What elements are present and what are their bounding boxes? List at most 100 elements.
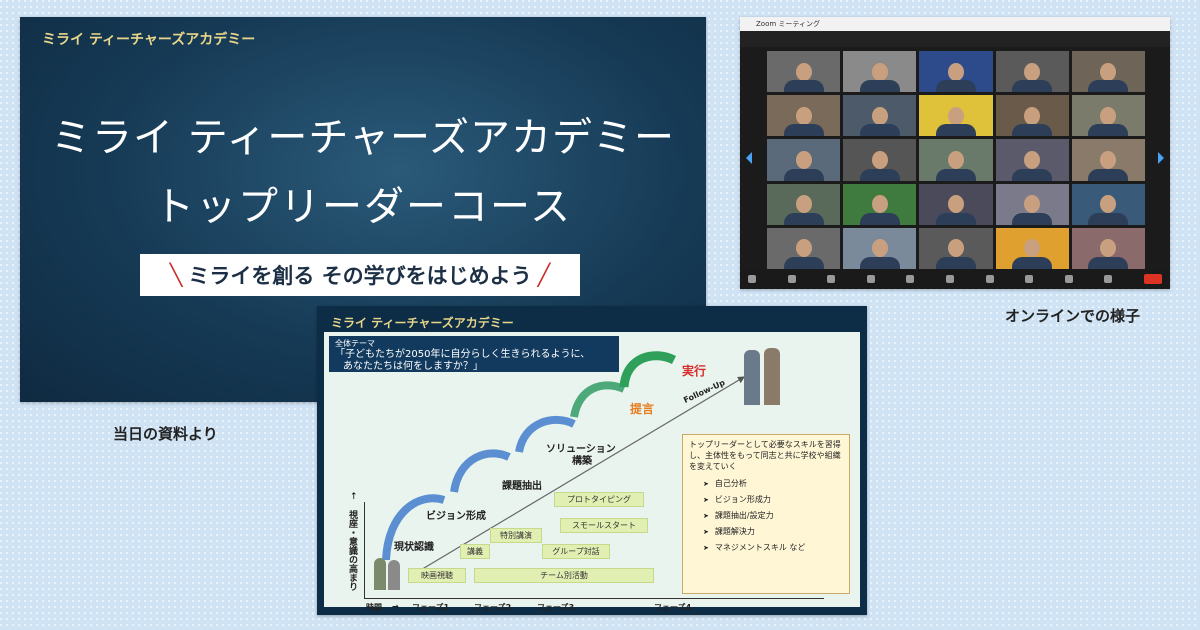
arc-5 [619, 351, 677, 388]
video-icon[interactable] [787, 275, 796, 283]
time-arrow-icon: → [392, 602, 399, 611]
participant-tile[interactable] [995, 227, 1069, 269]
title-slide: ミライ ティーチャーズアカデミー ミライ ティーチャーズアカデミー トップリーダ… [20, 17, 706, 402]
next-page-icon[interactable] [1158, 152, 1164, 164]
theme-question-2: あなたたちは何をしますか？」 [343, 361, 483, 372]
growth-line [408, 376, 746, 578]
zoom-titlebar: Zoom ミーティング [740, 17, 1170, 31]
participant-tile[interactable] [767, 183, 841, 225]
avatar [1024, 62, 1041, 81]
avatar [871, 150, 888, 169]
avatar [1100, 195, 1117, 214]
prev-page-icon[interactable] [746, 152, 752, 164]
participant-grid [767, 51, 1145, 269]
participant-tile[interactable] [1071, 139, 1145, 181]
participant-tile[interactable] [843, 95, 917, 137]
avatar-body [935, 212, 976, 225]
participant-tile[interactable] [995, 95, 1069, 137]
theme-question-1: 「子どもたちが2050年に自分らしく生きられるように、 [335, 349, 591, 360]
stage-3: 課題抽出 [502, 481, 542, 492]
avatar-body [859, 124, 900, 137]
participant-tile[interactable] [919, 95, 993, 137]
reactions-icon[interactable] [1025, 275, 1034, 283]
avatar [947, 106, 964, 125]
activity-box: プロトタイピング [554, 492, 644, 507]
slide2-brand: ミライ ティーチャーズアカデミー [331, 316, 514, 330]
participant-tile[interactable] [1071, 95, 1145, 137]
apps-icon[interactable] [1064, 275, 1073, 283]
avatar [795, 106, 812, 125]
skill-item: 課題抽出/設定力 [689, 508, 843, 524]
avatar [1024, 195, 1041, 214]
end-meeting-button[interactable] [1143, 274, 1162, 284]
participant-tile[interactable] [767, 95, 841, 137]
participant-tile[interactable] [919, 183, 993, 225]
slide-subtitle: トップリーダーコース [154, 184, 572, 230]
avatar-body [783, 257, 824, 269]
participant-tile[interactable] [767, 139, 841, 181]
security-icon[interactable] [827, 275, 836, 283]
chat-icon[interactable] [906, 275, 915, 283]
y-axis-label: 視座・意識の高まり [347, 510, 357, 591]
avatar-body [1088, 124, 1129, 137]
theme-box: 全体テーマ 「子どもたちが2050年に自分らしく生きられるように、 あなたたちは… [329, 336, 619, 372]
skills-head: トップリーダーとして必要なスキルを習得し、主体性をもって同志と共に学校や組織を変… [689, 440, 841, 471]
avatar-body [935, 80, 976, 93]
participants-icon[interactable] [866, 275, 875, 283]
activity-box: チーム別活動 [474, 568, 654, 583]
avatar [1024, 239, 1041, 258]
participant-tile[interactable] [995, 51, 1069, 93]
avatar [1024, 150, 1041, 169]
phase-4: フェーズ4 [654, 603, 692, 612]
slide-brand: ミライ ティーチャーズアカデミー [42, 32, 256, 48]
slide-caption: 当日の資料より [113, 425, 218, 443]
avatar-body [859, 212, 900, 225]
participant-tile[interactable] [843, 227, 917, 269]
participant-tile[interactable] [1071, 183, 1145, 225]
arc-3 [515, 415, 576, 453]
skill-item: 自己分析 [689, 476, 843, 492]
participant-tile[interactable] [995, 139, 1069, 181]
avatar-body [783, 212, 824, 225]
activity-box: スモールスタート [560, 518, 648, 533]
time-label: 時間 [366, 603, 382, 612]
participant-tile[interactable] [1071, 227, 1145, 269]
stage-4a: ソリューション [546, 444, 616, 455]
participant-tile[interactable] [919, 139, 993, 181]
avatar-body [859, 257, 900, 269]
participant-tile[interactable] [995, 183, 1069, 225]
avatar-body [1088, 80, 1129, 93]
theme-label: 全体テーマ [335, 339, 375, 348]
participant-tile[interactable] [919, 51, 993, 93]
avatar-body [1012, 80, 1053, 93]
avatar-body [935, 168, 976, 181]
avatar [795, 62, 812, 81]
participant-tile[interactable] [767, 51, 841, 93]
mic-icon[interactable] [748, 275, 756, 283]
skill-item: マネジメントスキル など [689, 540, 843, 556]
avatar [1100, 239, 1117, 258]
activity-box: グループ対話 [542, 544, 610, 559]
arc-4 [570, 381, 626, 418]
participant-tile[interactable] [1071, 51, 1145, 93]
arc-2 [450, 449, 511, 493]
slide-title: ミライ ティーチャーズアカデミー [51, 115, 675, 161]
avatar-body [1012, 124, 1053, 137]
slide-banner: ╲ ミライを創る その学びをはじめよう ╱ [140, 254, 580, 296]
participant-tile[interactable] [767, 227, 841, 269]
zoom-window: Zoom ミーティング [740, 17, 1170, 289]
skills-box: トップリーダーとして必要なスキルを習得し、主体性をもって同志と共に学校や組織を変… [682, 434, 850, 594]
avatar-body [783, 168, 824, 181]
whiteboard-icon[interactable] [1104, 275, 1113, 283]
arc-1 [382, 494, 446, 561]
avatar-body [935, 257, 976, 269]
participant-tile[interactable] [843, 139, 917, 181]
participant-tile[interactable] [919, 227, 993, 269]
avatar-body [1088, 212, 1129, 225]
avatar-body [859, 168, 900, 181]
program-diagram: 全体テーマ 「子どもたちが2050年に自分らしく生きられるように、 あなたたちは… [324, 332, 860, 612]
share-screen-icon[interactable] [945, 275, 954, 283]
participant-tile[interactable] [843, 183, 917, 225]
record-icon[interactable] [985, 275, 994, 283]
participant-tile[interactable] [843, 51, 917, 93]
